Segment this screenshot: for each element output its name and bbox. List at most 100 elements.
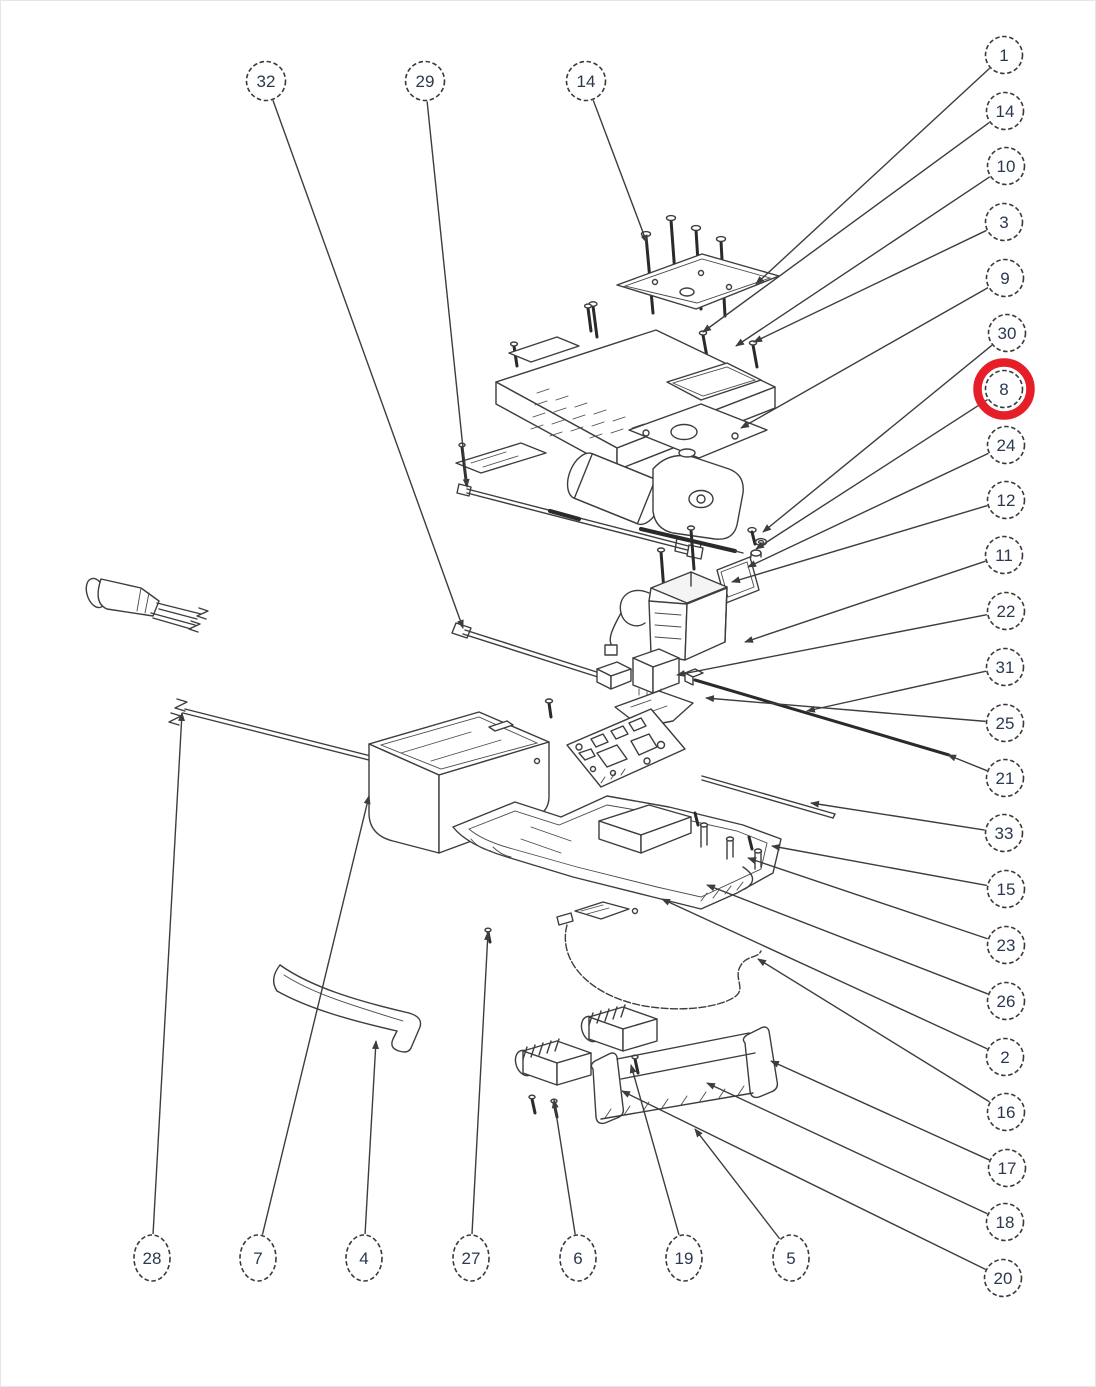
callout-26[interactable]: 26: [986, 981, 1026, 1021]
callout-9[interactable]: 9: [985, 258, 1025, 298]
callout-circle-11[interactable]: [984, 535, 1024, 575]
callout-number-15: 15: [997, 880, 1016, 899]
callout-number-9: 9: [1000, 269, 1009, 288]
callout-circle-24[interactable]: [986, 425, 1026, 465]
callout-29[interactable]: 29: [404, 60, 446, 102]
callout-circle-14-top[interactable]: [565, 60, 607, 102]
callout-1[interactable]: 1: [984, 35, 1024, 75]
callout-circle-15[interactable]: [986, 869, 1026, 909]
callout-7[interactable]: 7: [239, 1234, 277, 1282]
callout-23[interactable]: 23: [986, 925, 1026, 965]
callout-circle-10[interactable]: [986, 146, 1026, 186]
callout-number-27: 27: [462, 1249, 481, 1268]
callout-number-16: 16: [997, 1103, 1016, 1122]
callout-circle-32[interactable]: [245, 60, 287, 102]
callout-circle-8[interactable]: [984, 369, 1024, 409]
transformer: [604, 525, 728, 661]
side-cover: [272, 964, 422, 1053]
callout-24[interactable]: 24: [986, 425, 1026, 465]
callout-28[interactable]: 28: [133, 1234, 171, 1282]
callout-number-19: 19: [675, 1249, 694, 1268]
callout-circle-29[interactable]: [404, 60, 446, 102]
callout-circle-19[interactable]: [665, 1234, 703, 1282]
callout-circle-9[interactable]: [985, 258, 1025, 298]
callout-circle-6[interactable]: [559, 1234, 597, 1282]
callout-circle-25[interactable]: [985, 703, 1025, 743]
callout-31[interactable]: 31: [985, 647, 1025, 687]
callout-circle-3[interactable]: [984, 202, 1024, 242]
callout-5[interactable]: 5: [772, 1234, 810, 1282]
callout-number-11: 11: [995, 546, 1013, 565]
cable-clamp-1: [514, 1038, 592, 1119]
leader-line-33: [810, 800, 985, 831]
callout-11[interactable]: 11: [984, 535, 1024, 575]
leader-line-16: [757, 958, 990, 1103]
callout-10[interactable]: 10: [986, 146, 1026, 186]
callout-number-29: 29: [416, 72, 435, 91]
callout-circle-1[interactable]: [984, 35, 1024, 75]
callout-3[interactable]: 3: [984, 202, 1024, 242]
callout-33[interactable]: 33: [984, 813, 1024, 853]
callout-circle-23[interactable]: [986, 925, 1026, 965]
leader-line-27: [471, 931, 492, 1235]
callout-circle-31[interactable]: [985, 647, 1025, 687]
callout-18[interactable]: 18: [985, 1202, 1025, 1242]
callout-16[interactable]: 16: [986, 1092, 1026, 1132]
callout-15[interactable]: 15: [986, 869, 1026, 909]
callout-circle-5[interactable]: [772, 1234, 810, 1282]
callout-6[interactable]: 6: [559, 1234, 597, 1282]
callout-20[interactable]: 20: [983, 1258, 1023, 1298]
callout-circle-21[interactable]: [985, 758, 1025, 798]
callout-30[interactable]: 30: [987, 313, 1027, 353]
callout-balloons: 32 29 14 1 14 10 3 9 30 8 24 12 11 22 31 25 21 33 15 23 26 2 1…: [133, 35, 1035, 1298]
callout-number-30: 30: [998, 324, 1017, 343]
callout-32[interactable]: 32: [245, 60, 287, 102]
callout-circle-28[interactable]: [133, 1234, 171, 1282]
callout-circle-2[interactable]: [985, 1037, 1025, 1077]
callout-2[interactable]: 2: [985, 1037, 1025, 1077]
callout-21[interactable]: 21: [985, 758, 1025, 798]
leader-line-26: [706, 884, 989, 995]
leader-line-32: [272, 100, 464, 629]
callout-27[interactable]: 27: [452, 1234, 490, 1282]
callout-circle-22[interactable]: [986, 591, 1026, 631]
callout-number-26: 26: [997, 992, 1016, 1011]
linkage-rod-lower: [451, 622, 642, 690]
callout-14-right[interactable]: 14: [985, 91, 1025, 131]
callout-circle-27[interactable]: [452, 1234, 490, 1282]
callout-circle-12[interactable]: [986, 480, 1026, 520]
leader-line-8: [755, 398, 988, 550]
callout-circle-30[interactable]: [987, 313, 1027, 353]
callout-8[interactable]: 8: [973, 358, 1035, 420]
callout-number-17: 17: [998, 1159, 1017, 1178]
leader-line-30: [762, 344, 993, 533]
callout-14-top[interactable]: 14: [565, 60, 607, 102]
leader-line-29: [426, 101, 470, 488]
leader-line-5: [694, 1128, 781, 1240]
callout-circle-20[interactable]: [983, 1258, 1023, 1298]
callout-number-31: 31: [996, 658, 1015, 677]
callout-22[interactable]: 22: [986, 591, 1026, 631]
circuit-board: [566, 708, 686, 788]
top-plate: [616, 253, 780, 310]
callout-circle-16[interactable]: [986, 1092, 1026, 1132]
callout-circle-7[interactable]: [239, 1234, 277, 1282]
callout-25[interactable]: 25: [985, 703, 1025, 743]
callout-number-3: 3: [999, 213, 1008, 232]
callout-circle-18[interactable]: [985, 1202, 1025, 1242]
leader-line-23: [747, 857, 988, 940]
callout-circle-26[interactable]: [986, 981, 1026, 1021]
callout-17[interactable]: 17: [987, 1148, 1027, 1188]
callout-19[interactable]: 19: [665, 1234, 703, 1282]
callout-4[interactable]: 4: [345, 1234, 383, 1282]
callout-number-25: 25: [996, 714, 1015, 733]
callout-number-4: 4: [359, 1249, 368, 1268]
callout-12[interactable]: 12: [986, 480, 1026, 520]
callout-number-22: 22: [997, 602, 1016, 621]
callout-circle-14-right[interactable]: [985, 91, 1025, 131]
callout-circle-4[interactable]: [345, 1234, 383, 1282]
callout-number-32: 32: [257, 72, 276, 91]
leader-line-14-top: [592, 99, 648, 244]
callout-circle-33[interactable]: [984, 813, 1024, 853]
callout-circle-17[interactable]: [987, 1148, 1027, 1188]
